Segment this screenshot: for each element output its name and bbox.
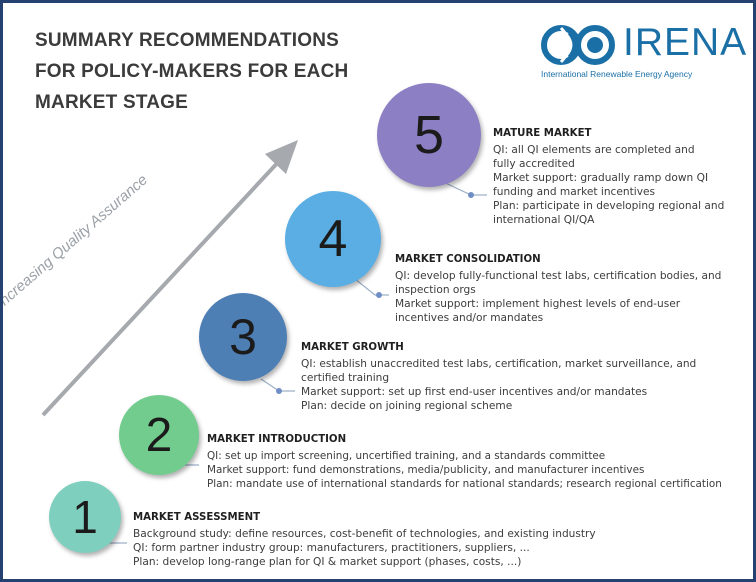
stage-line: QI: set up import screening, uncertified… [207, 450, 606, 462]
stage-number: 4 [318, 210, 348, 268]
page-title: SUMMARY RECOMMENDATIONS FOR POLICY-MAKER… [35, 25, 435, 118]
stage-1-text: MARKET ASSESSMENT Background study: defi… [133, 511, 596, 569]
stage-number: 3 [229, 309, 257, 365]
stage-line: Plan: mandate use of international stand… [207, 478, 722, 490]
stage-3-circle: 3 [199, 293, 287, 381]
stage-4-text: MARKET CONSOLIDATION QI: develop fully-f… [395, 253, 721, 325]
stage-line: QI: establish unaccredited test labs, ce… [301, 358, 697, 370]
irena-swirl-logo-icon [541, 25, 615, 65]
stage-line: Market support: gradually ramp down QI [493, 172, 709, 184]
stage-number: 5 [413, 105, 445, 165]
stage-heading: MARKET GROWTH [301, 342, 404, 353]
stage-3-text: MARKET GROWTH QI: establish unaccredited… [301, 341, 696, 413]
stage-line: Market support: set up first end-user in… [301, 386, 648, 398]
irena-logo: IRENA International Renewable Energy Age… [539, 17, 746, 87]
stage-line: Market support: implement highest levels… [395, 298, 681, 310]
logo-subtitle: International Renewable Energy Agency [541, 69, 693, 79]
stage-line: Plan: participate in developing regional… [493, 200, 725, 212]
stage-line: fully accredited [493, 158, 575, 170]
stage-heading: MARKET ASSESSMENT [133, 512, 261, 523]
stage-line: Plan: develop long-range plan for QI & m… [133, 556, 522, 568]
stage-2-circle: 2 [119, 395, 199, 475]
connector-dot [276, 388, 282, 394]
stage-line: Plan: decide on joining regional scheme [301, 400, 513, 412]
title-line: FOR POLICY-MAKERS FOR EACH [35, 61, 349, 82]
stage-1-circle: 1 [49, 481, 121, 553]
quality-arrow [41, 140, 298, 417]
stage-line: international QI/QA [493, 214, 595, 226]
stage-5-circle: 5 [377, 83, 481, 187]
stage-line: QI: form partner industry group: manufac… [133, 542, 530, 554]
stage-4-circle: 4 [285, 191, 381, 287]
connector-dot [376, 292, 382, 298]
stage-line: incentives and/or mandates [395, 312, 544, 324]
stage-number: 1 [72, 491, 98, 543]
stage-line: Market support: fund demonstrations, med… [207, 464, 645, 476]
stage-number: 2 [145, 408, 173, 462]
stage-line: certified training [301, 372, 390, 384]
stage-heading: MARKET CONSOLIDATION [395, 254, 541, 265]
connector-dot [468, 192, 474, 198]
stage-heading: MATURE MARKET [493, 128, 592, 139]
stage-line: QI: all QI elements are completed and [493, 144, 695, 156]
stage-line: QI: develop fully-functional test labs, … [395, 270, 722, 282]
stage-line: funding and market incentives [493, 186, 656, 198]
logo-wordmark: IRENA [623, 21, 748, 64]
stage-2-text: MARKET INTRODUCTION QI: set up import sc… [207, 433, 722, 491]
stage-line: inspection orgs [395, 284, 476, 296]
title-line: MARKET STAGE [35, 92, 188, 113]
stage-5-text: MATURE MARKET QI: all QI elements are co… [493, 127, 724, 227]
stage-heading: MARKET INTRODUCTION [207, 434, 347, 445]
title-line: SUMMARY RECOMMENDATIONS [35, 30, 340, 51]
stage-line: Background study: define resources, cost… [133, 528, 596, 540]
